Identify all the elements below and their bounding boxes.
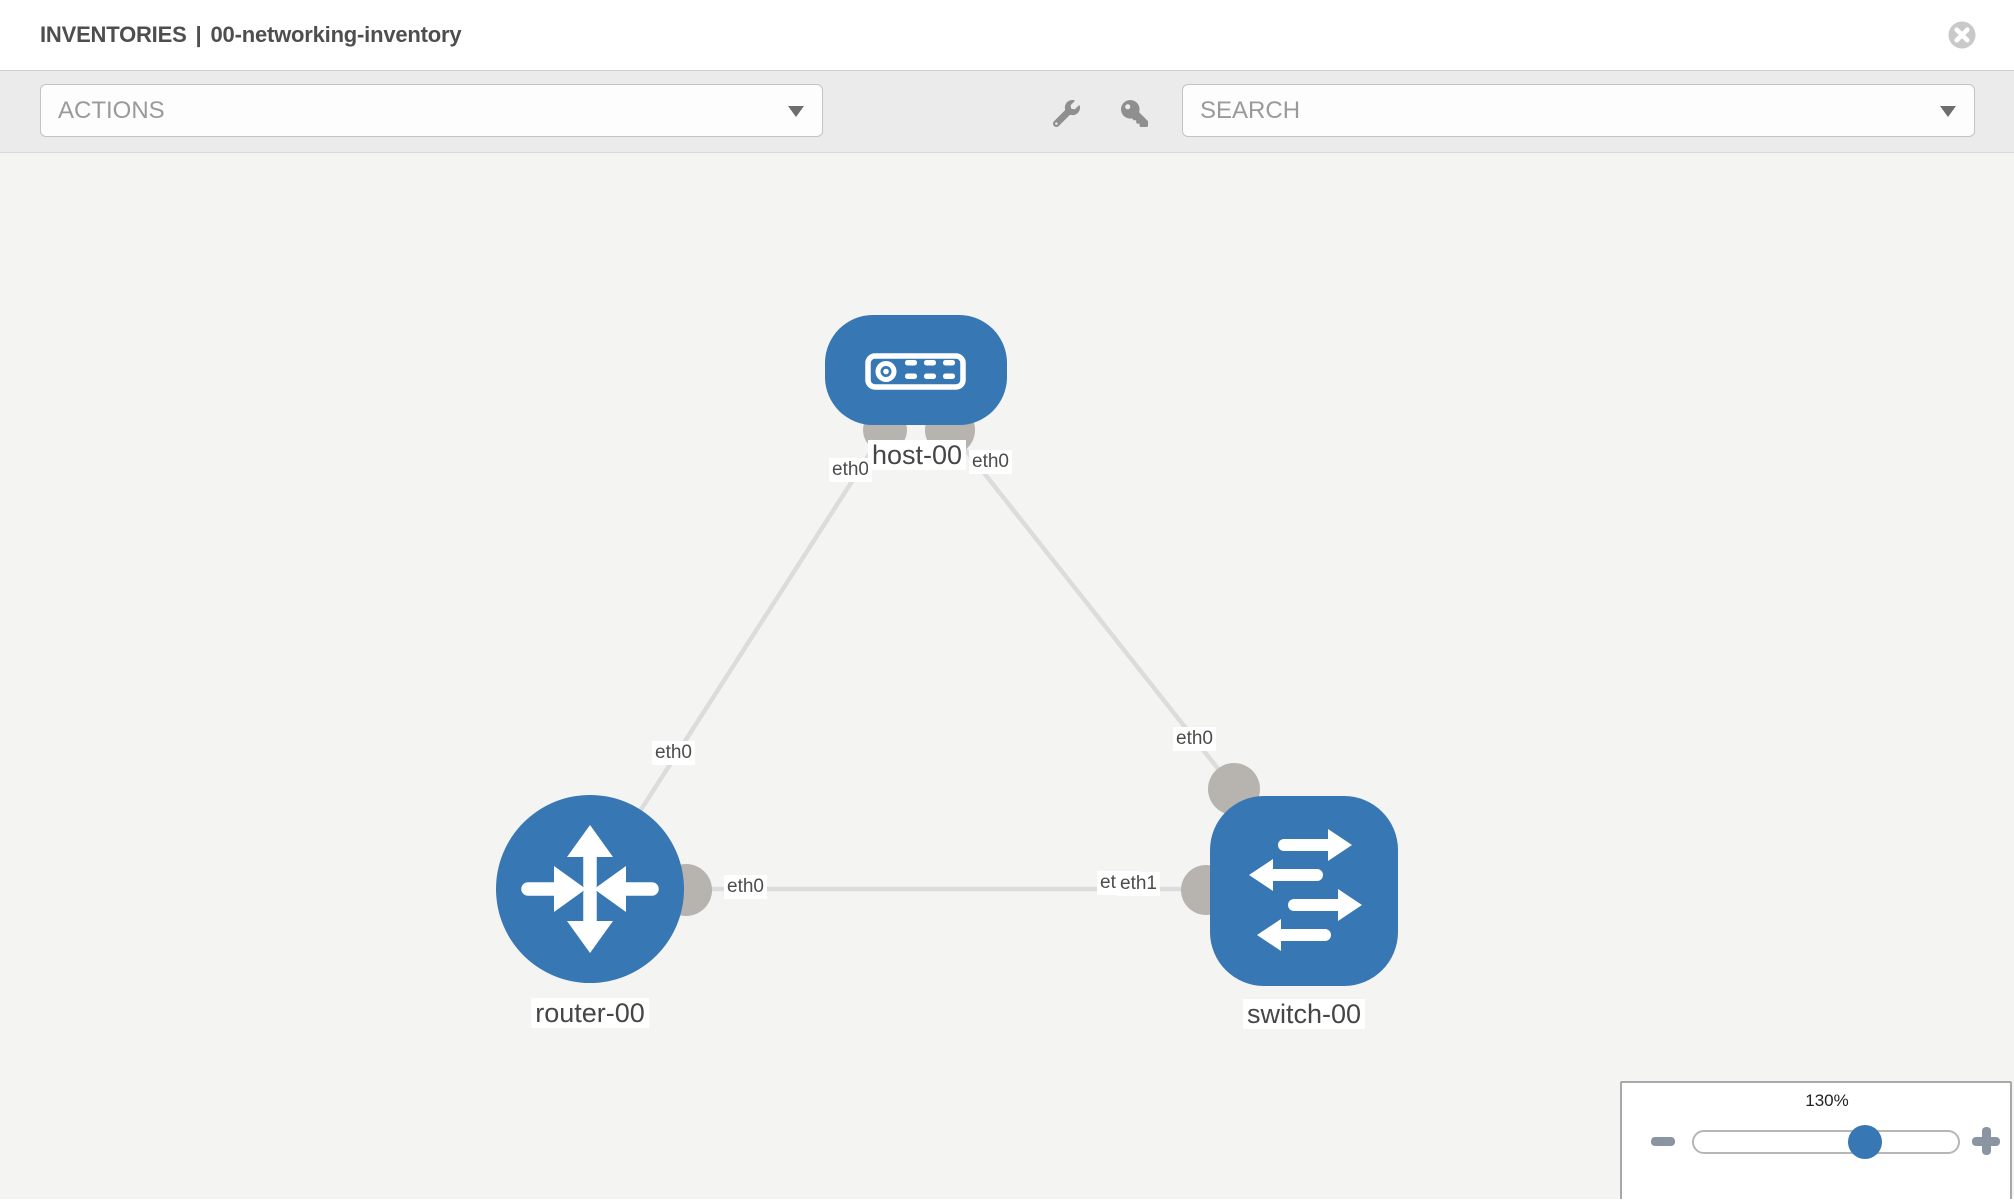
node-router-00[interactable] [496, 795, 684, 983]
zoom-out-button[interactable] [1651, 1137, 1675, 1146]
actions-dropdown-label: ACTIONS [58, 97, 165, 124]
actions-dropdown[interactable]: ACTIONS [40, 84, 823, 137]
wrench-icon[interactable] [1053, 100, 1080, 127]
search-placeholder: SEARCH [1200, 97, 1301, 124]
interface-label-host-eth0-right: eth0 [969, 450, 1012, 474]
node-label-router-00[interactable]: router-00 [531, 998, 649, 1028]
node-switch-00[interactable] [1210, 796, 1398, 986]
interface-label-switch-eth1: eth1 [1117, 872, 1160, 896]
server-icon [865, 353, 966, 390]
router-arrows-icon [521, 825, 659, 953]
chevron-down-icon [788, 106, 804, 117]
switch-arrows-icon [1249, 829, 1362, 951]
interface-label-link2-eth0: eth0 [1173, 727, 1216, 751]
key-icon[interactable] [1121, 100, 1148, 127]
node-label-switch-00[interactable]: switch-00 [1242, 999, 1366, 1029]
title-bar: INVENTORIES | 00-networking-inventory [0, 0, 2014, 71]
interface-label-link-eth0: eth0 [652, 741, 695, 765]
search-dropdown[interactable]: SEARCH [1182, 84, 1975, 137]
breadcrumb-separator: | [195, 22, 202, 47]
toolbar: ACTIONS SEARCH [0, 71, 2014, 153]
zoom-slider-thumb[interactable] [1848, 1125, 1882, 1159]
interface-label-host-eth0-left: eth0 [829, 458, 872, 482]
node-label-host-00[interactable]: host-00 [867, 440, 967, 470]
topology-graph [496, 315, 1398, 986]
zoom-slider-track[interactable] [1692, 1130, 1960, 1154]
zoom-in-button[interactable] [1972, 1127, 2000, 1155]
breadcrumb-section: INVENTORIES [40, 22, 187, 47]
zoom-control-panel: 130% [1620, 1081, 2012, 1199]
interface-label-router-eth0: eth0 [724, 875, 767, 899]
zoom-level-value: 130% [1805, 1091, 1849, 1110]
topology-canvas[interactable]: eth0 eth0 eth0 eth0 eth0 eth0 eth1 host-… [0, 153, 2014, 1199]
page-title: INVENTORIES | 00-networking-inventory [40, 0, 462, 70]
chevron-down-icon [1940, 106, 1956, 117]
node-host-00[interactable] [825, 315, 1007, 425]
inventory-name: 00-networking-inventory [210, 22, 462, 47]
close-icon[interactable] [1948, 21, 1976, 49]
